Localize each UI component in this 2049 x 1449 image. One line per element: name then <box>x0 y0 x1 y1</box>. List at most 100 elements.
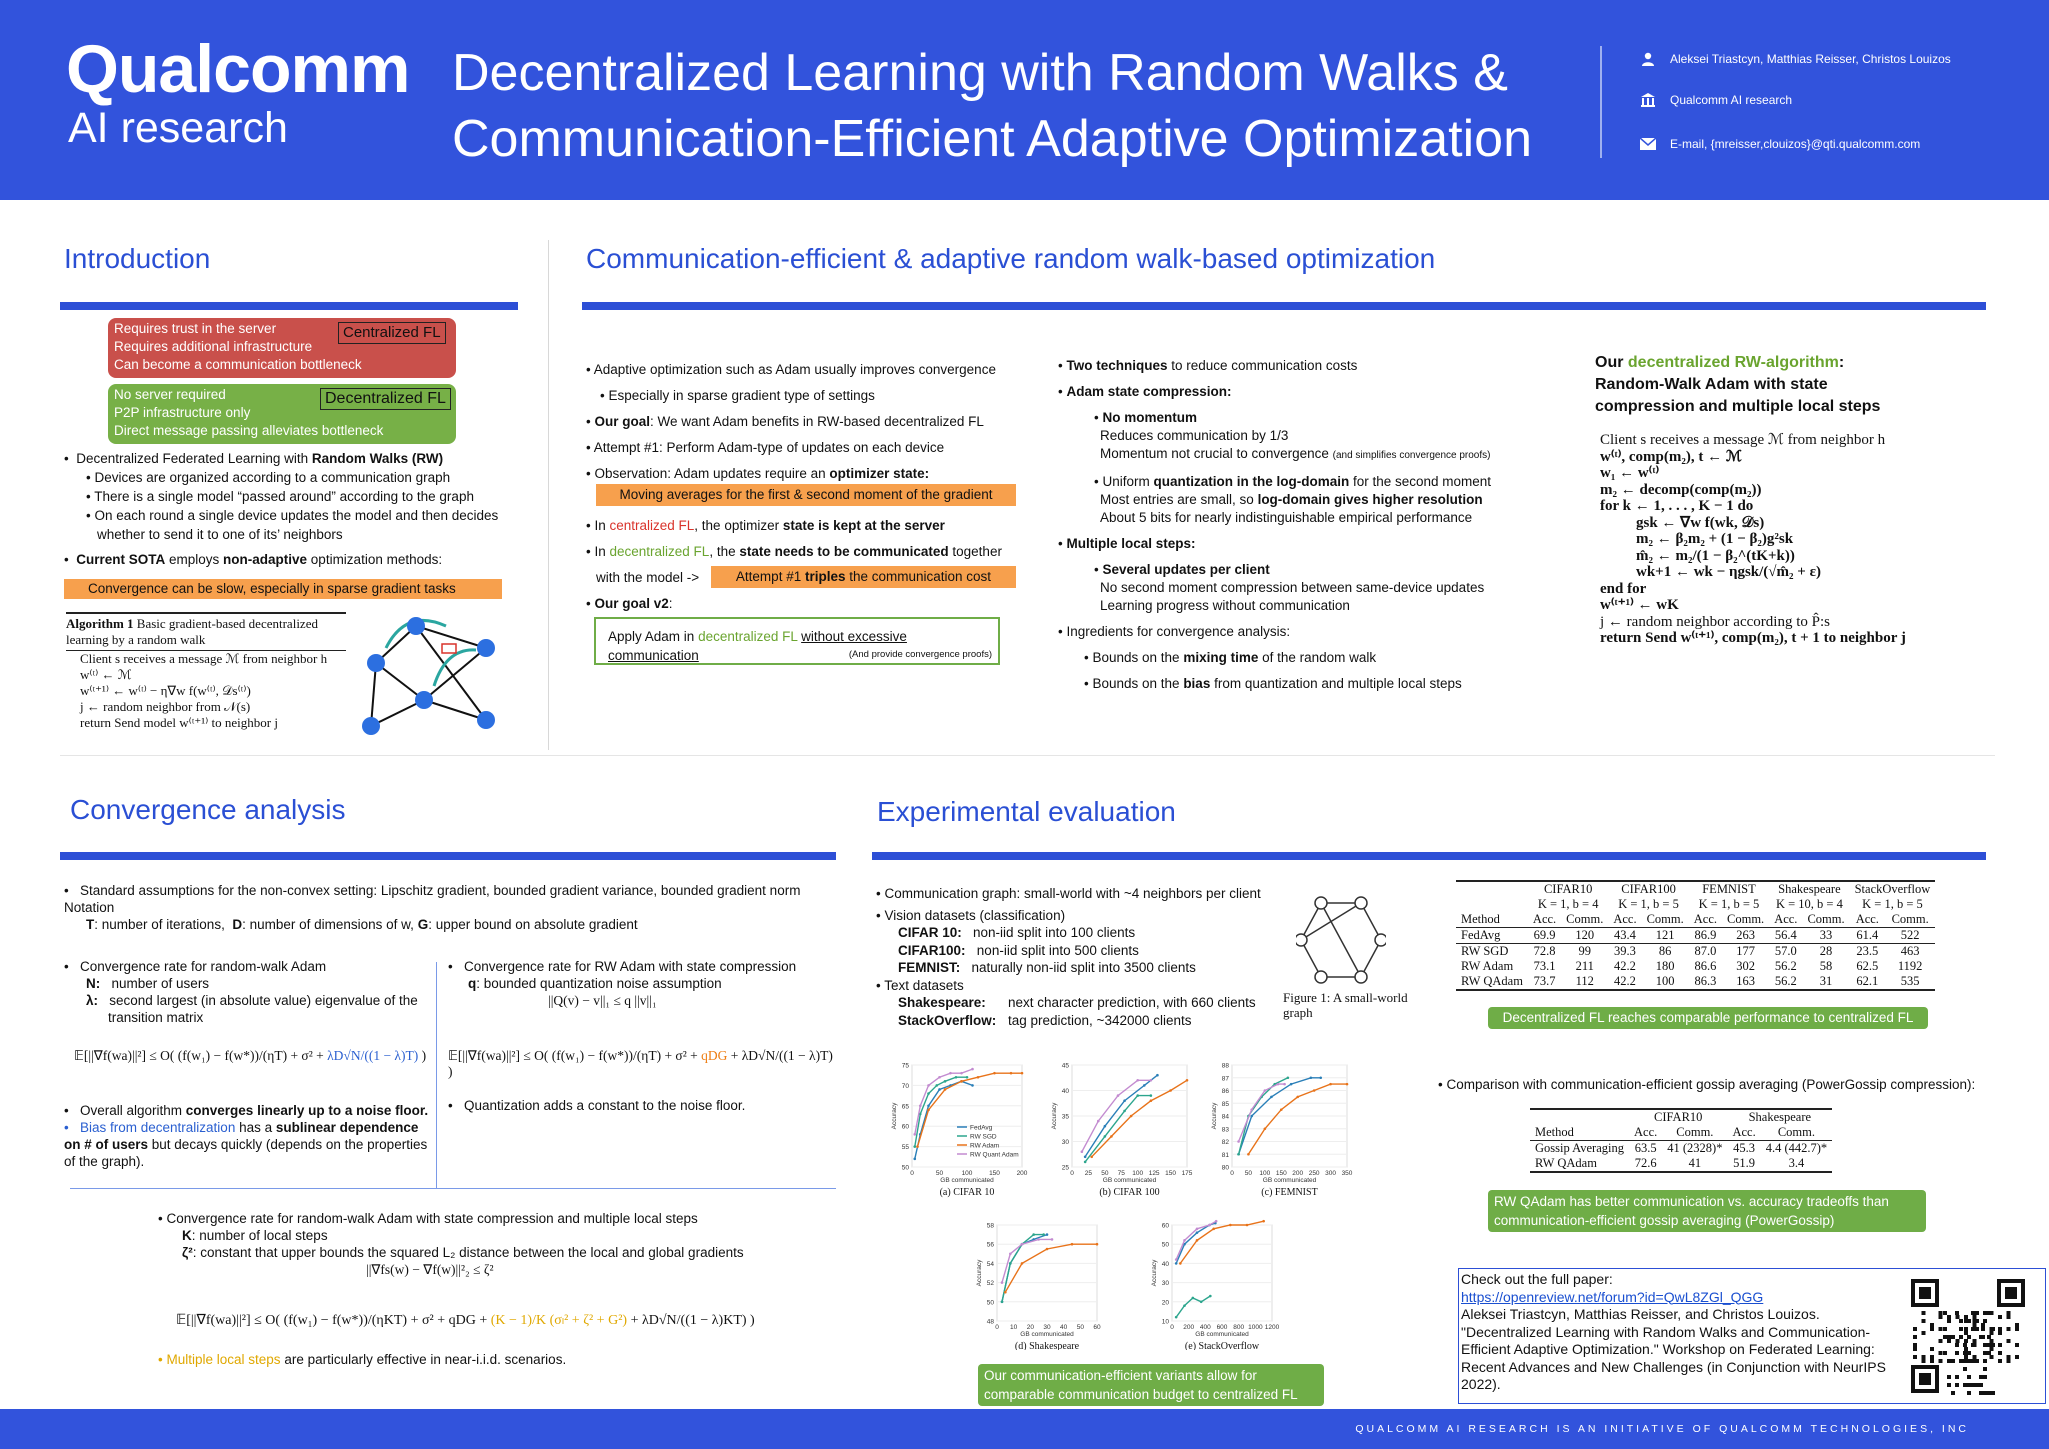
x-tick-label: 75 <box>1118 1170 1126 1177</box>
x-tick-label: 60 <box>1093 1324 1101 1331</box>
intro-sub: • On each round a single device updates … <box>86 508 499 523</box>
qr-module <box>1930 1355 1934 1359</box>
table-cell: RW QAdam <box>1461 974 1523 988</box>
qr-module <box>1951 1335 1955 1339</box>
x-tick-label: 1000 <box>1248 1324 1263 1331</box>
t: decentralized FL <box>698 629 798 644</box>
gossip-table-grid: CIFAR10 Shakespeare Method Acc.Comm. Acc… <box>1530 1108 1833 1173</box>
th: Acc. <box>1732 1125 1756 1139</box>
decentralized-fl-box: No server required P2P infrastructure on… <box>108 384 456 444</box>
algo-line: return Send w⁽ᵗ⁺¹⁾, comp(m₂), t + 1 to n… <box>1600 630 1906 646</box>
t: Apply Adam in <box>608 629 699 644</box>
data-point <box>935 1084 939 1087</box>
x-tick-label: 0 <box>995 1324 999 1331</box>
t: ζ² <box>182 1245 193 1260</box>
l: ||Q(v) − v||₁ ≤ q ||v||₁ <box>548 993 657 1008</box>
c1-line: • Attempt #1: Perform Adam-type of updat… <box>586 440 945 455</box>
table-cell: 41 <box>1688 1156 1702 1170</box>
data-point <box>927 1104 930 1108</box>
table-cell: FedAvg <box>1461 928 1501 942</box>
x-tick-label: 25 <box>1085 1170 1093 1177</box>
series-line <box>1237 1077 1321 1155</box>
qr-code-icon[interactable] <box>1909 1277 2027 1395</box>
results-table: CIFAR10 CIFAR100 FEMNIST Shakespeare Sta… <box>1456 880 1936 991</box>
y-tick-label: 35 <box>1062 1114 1070 1121</box>
central-line: Requires additional infrastructure <box>114 339 313 354</box>
paper-link[interactable]: https://openreview.net/forum?id=QwL8ZGl_… <box>1461 1288 1764 1305</box>
l: • Convergence rate for random-walk Adam … <box>158 1211 698 1226</box>
algo-line: m₂ ← β₂m₂ + (1 − β₂)g²sk <box>1636 531 1794 547</box>
x-tick-label: 200 <box>1292 1170 1303 1177</box>
y-tick-label: 81 <box>1222 1152 1230 1159</box>
data-point <box>1136 1079 1140 1082</box>
header-divider <box>1600 46 1602 158</box>
t: Basic gradient-based decentralized learn… <box>66 616 318 647</box>
qr-module <box>2015 1327 2019 1331</box>
qr-module <box>1921 1319 1926 1323</box>
chart-title: (b) CIFAR 100 <box>1099 1187 1159 1198</box>
qr-module <box>1989 1347 1994 1351</box>
x-axis-label: GB communicated <box>1020 1331 1074 1338</box>
qr-module <box>1991 1327 1995 1331</box>
legend-label: RW SGD <box>970 1134 997 1141</box>
data-point <box>1237 1152 1240 1156</box>
comm-title: Communication-efficient & adaptive rando… <box>586 243 1436 274</box>
qr-module <box>1959 1335 1963 1339</box>
t: 𝔼[||∇f(wa)||²] ≤ O( (f(w₁) − f(w*))/(ηT)… <box>448 1048 702 1063</box>
data-point <box>913 1145 917 1148</box>
y-axis-label: Accuracy <box>1051 1102 1058 1129</box>
mail-icon <box>1640 137 1656 150</box>
qr-module <box>1972 1323 1977 1327</box>
qr-module <box>1951 1391 1955 1395</box>
y-axis-label: Accuracy <box>1151 1259 1158 1286</box>
t: Attempt #1: Perform Adam-type of updates… <box>593 440 945 455</box>
qr-module <box>1987 1311 1991 1315</box>
t: Overall algorithm <box>79 1103 186 1118</box>
algo-line: w⁽ᵗ⁾ ← ℳ <box>80 667 132 682</box>
th: FEMNIST <box>1702 882 1756 896</box>
data-point <box>1250 1108 1254 1111</box>
data-point <box>1174 1258 1178 1261</box>
data-point <box>1309 1076 1313 1080</box>
th: Acc. <box>1613 912 1637 926</box>
qr-module <box>1955 1339 1960 1343</box>
qr-module <box>1972 1339 1977 1343</box>
x-tick-label: 0 <box>1170 1324 1174 1331</box>
algo-title: Algorithm 1 Basic gradient-based decentr… <box>66 616 346 651</box>
t: decentralized FL <box>609 544 710 559</box>
th: CIFAR10 <box>1543 882 1593 896</box>
t: without excessive communication <box>608 629 907 663</box>
t: Bounds on the <box>1092 676 1184 691</box>
table-cell: 56.2 <box>1774 959 1797 973</box>
t: Shakespeare: <box>898 995 986 1010</box>
qr-module <box>1983 1391 1987 1395</box>
x-tick-label: 50 <box>1077 1324 1085 1331</box>
series-line <box>1091 1079 1188 1158</box>
authors: Aleksei Triastcyn, Matthias Reisser, Chr… <box>1670 52 1951 66</box>
x-tick-label: 20 <box>1027 1324 1035 1331</box>
qr-module <box>2006 1327 2011 1331</box>
table-cell: 87.0 <box>1694 944 1717 958</box>
intro-sub: whether to send it to one of its’ neighb… <box>64 525 524 544</box>
data-point <box>1020 1262 1024 1265</box>
t: Convergence rate for random-walk Adam <box>79 959 327 974</box>
qr-module <box>1972 1355 1977 1359</box>
data-point <box>971 1084 974 1087</box>
t: second largest (in absolute value) eigen… <box>109 993 418 1008</box>
t: optimizer state: <box>829 466 930 481</box>
t: , the <box>709 544 740 559</box>
data-point <box>1195 1227 1199 1231</box>
x-tick-label: 200 <box>1017 1170 1028 1177</box>
conv-assumptions: • Standard assumptions for the non-conve… <box>64 882 844 933</box>
qr-module <box>1930 1347 1934 1351</box>
qr-module <box>1979 1391 1983 1395</box>
th: Acc. <box>1634 1125 1658 1139</box>
conv-left: • Convergence rate for random-walk Adam … <box>64 958 434 1026</box>
x-tick-label: 1200 <box>1265 1324 1280 1331</box>
y-tick-label: 10 <box>1162 1319 1170 1326</box>
t: (K − 1)/K (σₗ² + ζ² + G²) <box>490 1313 628 1328</box>
x-tick-label: 600 <box>1217 1324 1228 1331</box>
qr-module <box>1959 1359 1963 1363</box>
